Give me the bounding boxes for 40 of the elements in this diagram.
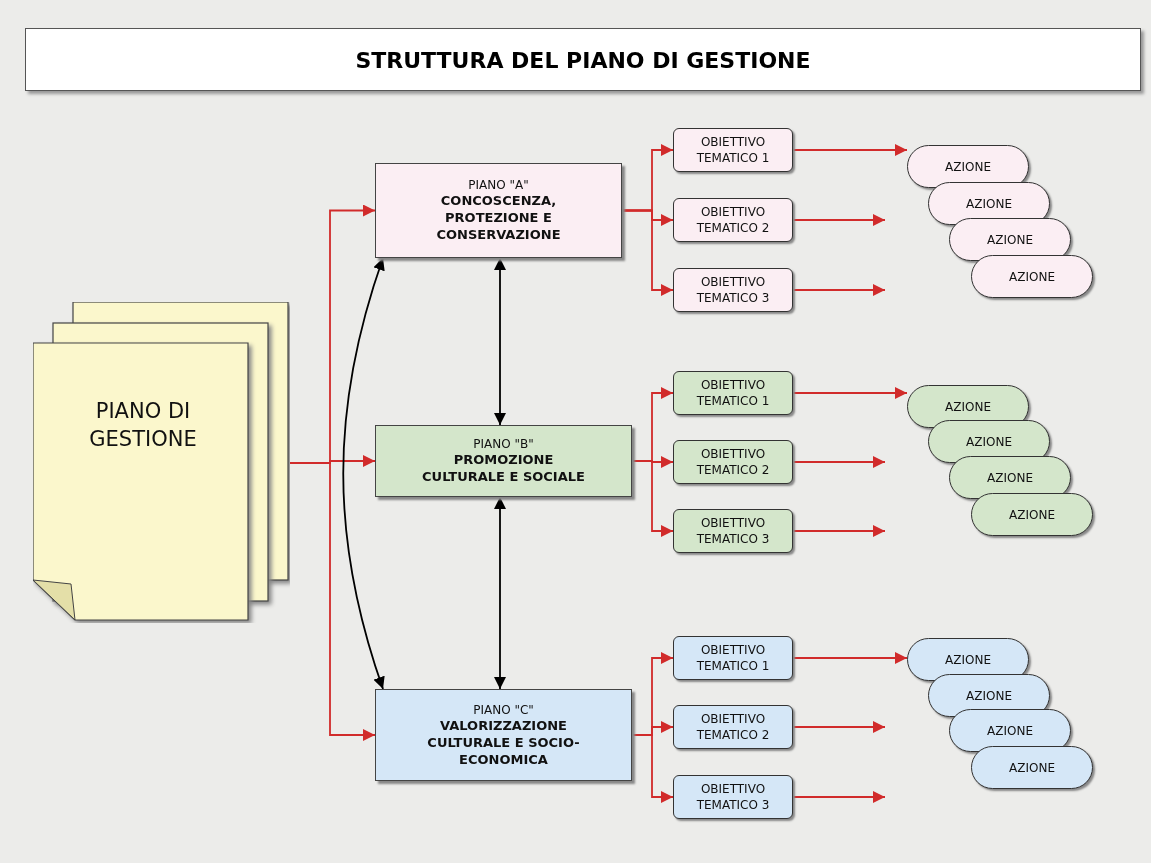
plan-label: PIANO "A" [468, 178, 529, 192]
arrow [792, 652, 908, 664]
double-arrow [342, 257, 385, 690]
plan-box [375, 425, 632, 497]
document-stack [33, 302, 290, 623]
arrow [792, 791, 886, 803]
arrow [792, 214, 886, 226]
plan-title: PROMOZIONE CULTURALE E SOCIALE [421, 451, 586, 485]
plan-box [375, 689, 632, 781]
objective-box: OBIETTIVO TEMATICO 2 [673, 198, 793, 242]
plan-title: VALORIZZAZIONE CULTURALE E SOCIO-ECONOMICA [426, 716, 581, 768]
objective-box: OBIETTIVO TEMATICO 2 [673, 440, 793, 484]
diagram-title: STRUTTURA DEL PIANO DI GESTIONE [25, 28, 1141, 91]
arrow [792, 721, 886, 733]
plan-box [375, 163, 622, 258]
objective-box: OBIETTIVO TEMATICO 3 [673, 509, 793, 553]
objective-box: OBIETTIVO TEMATICO 3 [673, 268, 793, 312]
arrow [792, 456, 886, 468]
action-pill: AZIONE [971, 746, 1093, 789]
objective-box: OBIETTIVO TEMATICO 1 [673, 371, 793, 415]
action-pill: AZIONE [907, 145, 1029, 188]
arrow [792, 144, 908, 156]
plan-label: PIANO "C" [473, 702, 534, 717]
arrow [631, 734, 674, 803]
arrow [792, 387, 908, 399]
objective-box: OBIETTIVO TEMATICO 1 [673, 128, 793, 172]
double-arrow [494, 257, 506, 426]
objective-box: OBIETTIVO TEMATICO 3 [673, 775, 793, 819]
objective-box: OBIETTIVO TEMATICO 1 [673, 636, 793, 680]
arrow [792, 525, 886, 537]
arrow [289, 462, 376, 741]
arrow [621, 209, 674, 296]
objective-box: OBIETTIVO TEMATICO 2 [673, 705, 793, 749]
double-arrow [494, 496, 506, 690]
action-pill: AZIONE [971, 493, 1093, 536]
node-label: PIANO DI GESTIONE [88, 398, 198, 453]
arrow [792, 284, 886, 296]
plan-title: CONCOSCENZA, PROTEZIONE E CONSERVAZIONE [435, 192, 562, 243]
plan-label: PIANO "B" [473, 437, 534, 451]
action-pill: AZIONE [971, 255, 1093, 298]
